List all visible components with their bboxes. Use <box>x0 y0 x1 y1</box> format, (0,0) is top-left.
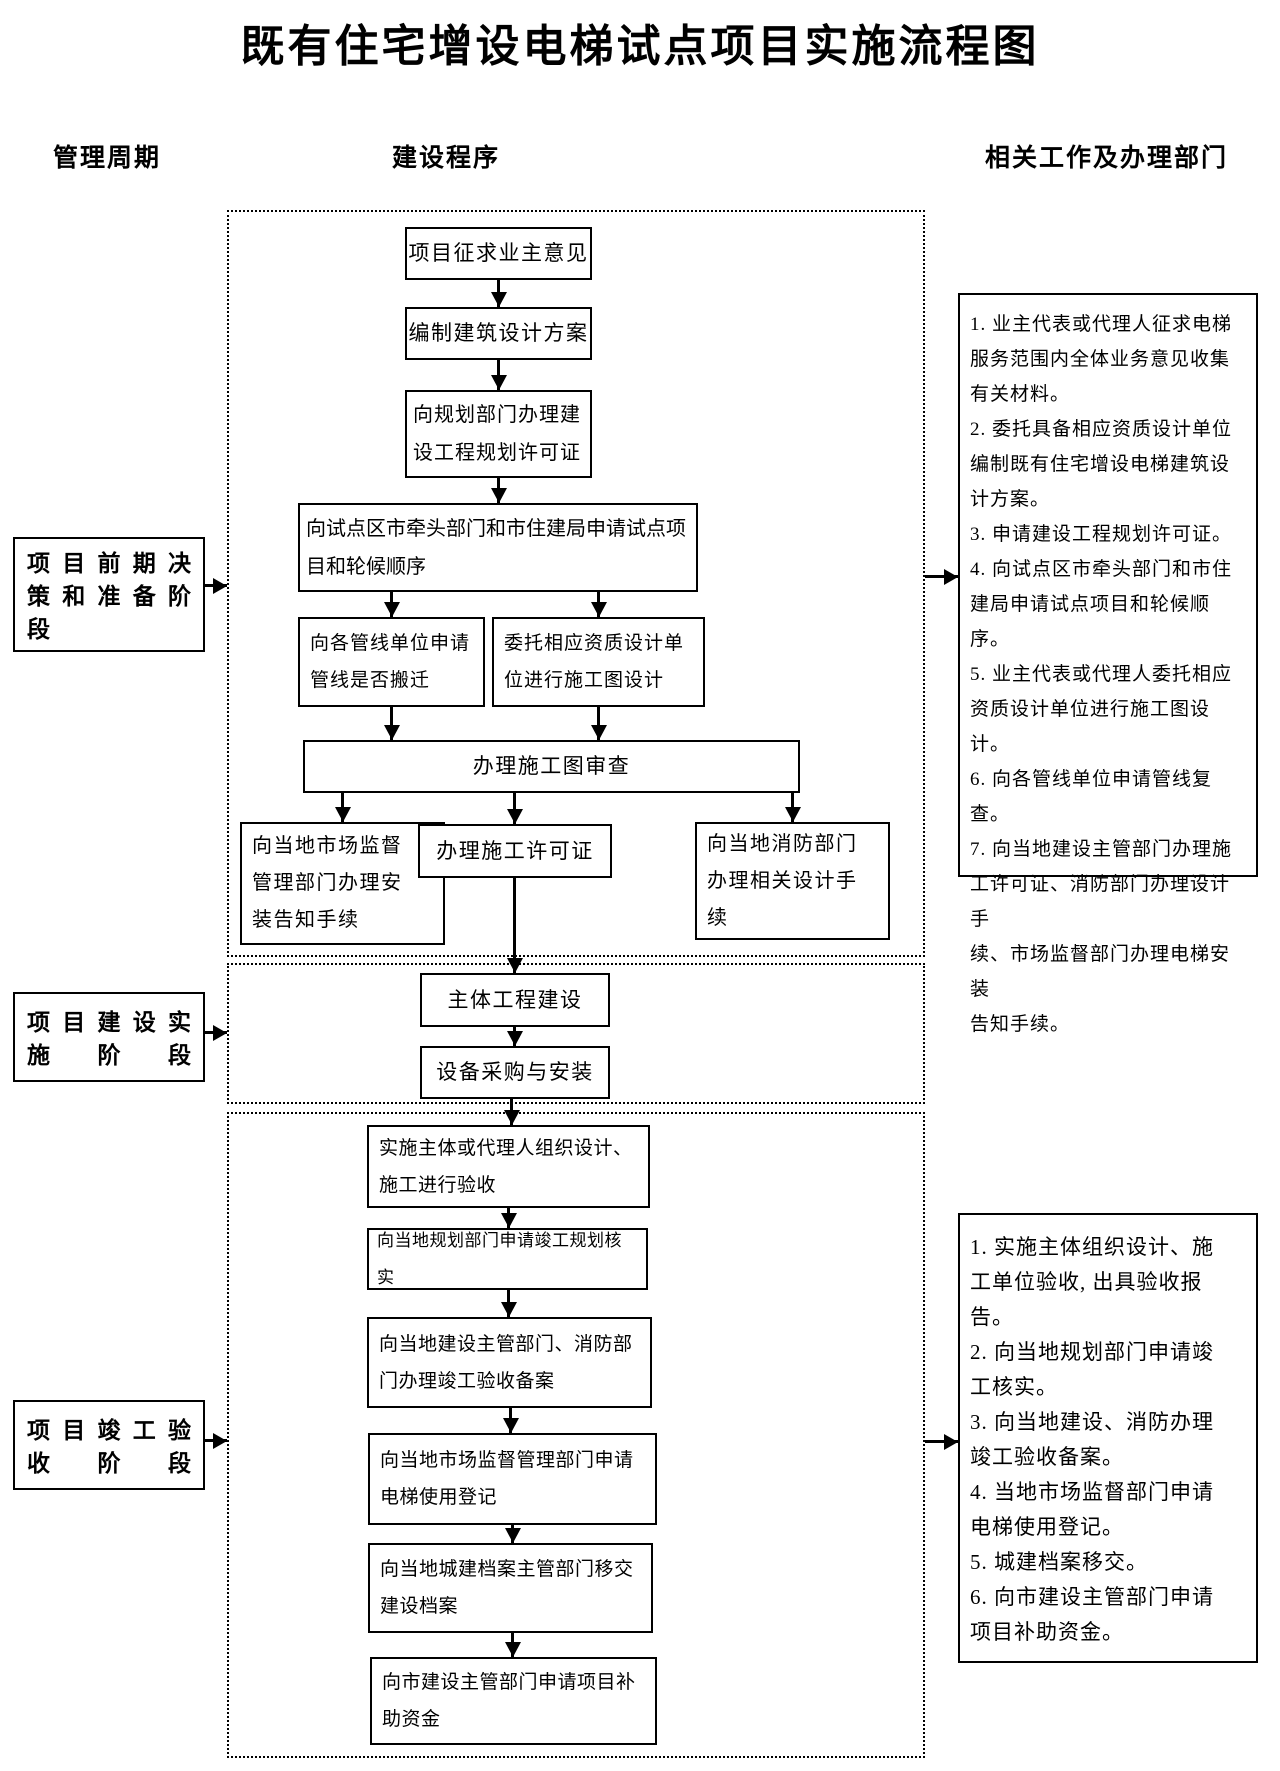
phase-region-acceptance <box>227 1112 925 1758</box>
arrow-n11-n12 <box>513 1027 516 1046</box>
annotation-item: 7. 向当地建设主管部门办理施 工许可证、消防部门办理设计手 续、市场监督部门办… <box>970 839 1233 1035</box>
flow-box-prepare-design-scheme: 编制建筑设计方案 <box>405 307 592 360</box>
annotation-item: 1. 实施主体组织设计、施 工单位验收, 出具验收报 告。 <box>970 1235 1214 1329</box>
flow-box-planning-verification: 向当地规划部门申请竣工规划核实 <box>367 1228 648 1290</box>
flow-box-apply-subsidy: 向市建设主管部门申请项目补 助资金 <box>370 1657 657 1745</box>
arrow-stage2-to-phase2 <box>205 1031 227 1034</box>
flow-box-construction-permit: 办理施工许可证 <box>418 824 612 878</box>
arrow-phase3-to-annotation2 <box>925 1440 958 1443</box>
arrow-n9-n11 <box>513 878 516 973</box>
stage-box-implementation: 项目建设实 施阶段 <box>13 992 205 1082</box>
arrow-phase1-to-annotation1 <box>925 575 958 578</box>
arrow-n7-n10 <box>791 793 794 822</box>
annotation-item: 1. 业主代表或代理人征求电梯 服务范围内全体业务意见收集 有关材料。 <box>970 314 1233 405</box>
flow-box-solicit-owner-opinions: 项目征求业主意见 <box>405 227 592 280</box>
flow-box-fire-design-procedures: 向当地消防部门 办理相关设计手 续 <box>695 822 890 940</box>
flow-box-market-supervision-notice: 向当地市场监督 管理部门办理安 装告知手续 <box>240 822 445 945</box>
arrow-n6-n7 <box>597 707 600 740</box>
arrow-n5-n7 <box>390 707 393 740</box>
annotation-item: 4. 向试点区市牵头部门和市住 建局申请试点项目和轮候顺序。 <box>970 559 1233 650</box>
flow-box-planning-permit: 向规划部门办理建 设工程规划许可证 <box>405 390 592 478</box>
annotation-item: 2. 向当地规划部门申请竣 工核实。 <box>970 1340 1214 1399</box>
arrow-n7-n8 <box>341 793 344 822</box>
flow-box-drawing-review: 办理施工图审查 <box>303 740 800 793</box>
annotation-box-acceptance: 1. 实施主体组织设计、施 工单位验收, 出具验收报 告。 2. 向当地规划部门… <box>958 1213 1258 1663</box>
arrow-n4-n6 <box>597 592 600 617</box>
phase-region-implementation <box>227 963 925 1104</box>
arrow-n1-n2 <box>497 280 500 307</box>
arrow-n4-n5 <box>390 592 393 617</box>
annotation-box-preparation: 1. 业主代表或代理人征求电梯 服务范围内全体业务意见收集 有关材料。 2. 委… <box>958 293 1258 1035</box>
annotation-item: 6. 向各管线单位申请管线复查。 <box>970 769 1213 825</box>
annotation-item: 2. 委托具备相应资质设计单位 编制既有住宅增设电梯建筑设 计方案。 <box>970 419 1233 510</box>
arrow-n12-n13 <box>510 1099 513 1125</box>
flow-box-organize-acceptance: 实施主体或代理人组织设计、 施工进行验收 <box>367 1125 650 1208</box>
flow-box-elevator-use-registration: 向当地市场监督管理部门申请 电梯使用登记 <box>368 1433 657 1525</box>
annotation-item: 3. 向当地建设、消防办理 竣工验收备案。 <box>970 1410 1214 1469</box>
flow-box-equipment-purchase-install: 设备采购与安装 <box>420 1046 610 1099</box>
arrow-n15-n16 <box>509 1408 512 1433</box>
annotation-item: 5. 业主代表或代理人委托相应 资质设计单位进行施工图设计。 <box>970 664 1233 755</box>
annotation-item: 5. 城建档案移交。 <box>970 1550 1148 1574</box>
flow-box-main-construction: 主体工程建设 <box>420 973 610 1027</box>
flow-box-apply-pilot-project: 向试点区市牵头部门和市住建局申请试点项 目和轮候顺序 <box>298 503 698 592</box>
column-header-construction-procedure: 建设程序 <box>392 145 501 172</box>
annotation-item: 6. 向市建设主管部门申请 项目补助资金。 <box>970 1585 1214 1644</box>
phase-region-preparation <box>227 210 925 957</box>
arrow-n3-n4 <box>497 478 500 503</box>
arrow-n2-n3 <box>497 360 500 390</box>
arrow-n17-n18 <box>511 1633 514 1657</box>
arrow-n14-n15 <box>507 1290 510 1317</box>
arrow-stage3-to-phase3 <box>205 1439 227 1442</box>
flow-box-pipeline-relocation: 向各管线单位申请 管线是否搬迁 <box>298 617 485 707</box>
stage-box-preparation: 项目前期决 策和准备阶 段 <box>13 537 205 652</box>
flow-box-acceptance-filing: 向当地建设主管部门、消防部 门办理竣工验收备案 <box>367 1317 652 1408</box>
annotation-item: 4. 当地市场监督部门申请 电梯使用登记。 <box>970 1480 1214 1539</box>
page-title: 既有住宅增设电梯试点项目实施流程图 <box>240 22 1040 71</box>
flow-box-entrust-construction-drawing: 委托相应资质设计单 位进行施工图设计 <box>492 617 705 707</box>
annotation-item: 3. 申请建设工程规划许可证。 <box>970 524 1233 545</box>
flow-box-archives-transfer: 向当地城建档案主管部门移交 建设档案 <box>368 1543 653 1633</box>
arrow-n13-n14 <box>507 1208 510 1228</box>
column-header-related-work: 相关工作及办理部门 <box>985 145 1229 172</box>
arrow-n7-n9 <box>513 793 516 824</box>
stage-box-acceptance: 项目竣工验 收阶段 <box>13 1400 205 1490</box>
arrow-n16-n17 <box>511 1525 514 1543</box>
column-header-management-cycle: 管理周期 <box>53 145 162 172</box>
arrow-stage1-to-phase1 <box>205 584 227 587</box>
